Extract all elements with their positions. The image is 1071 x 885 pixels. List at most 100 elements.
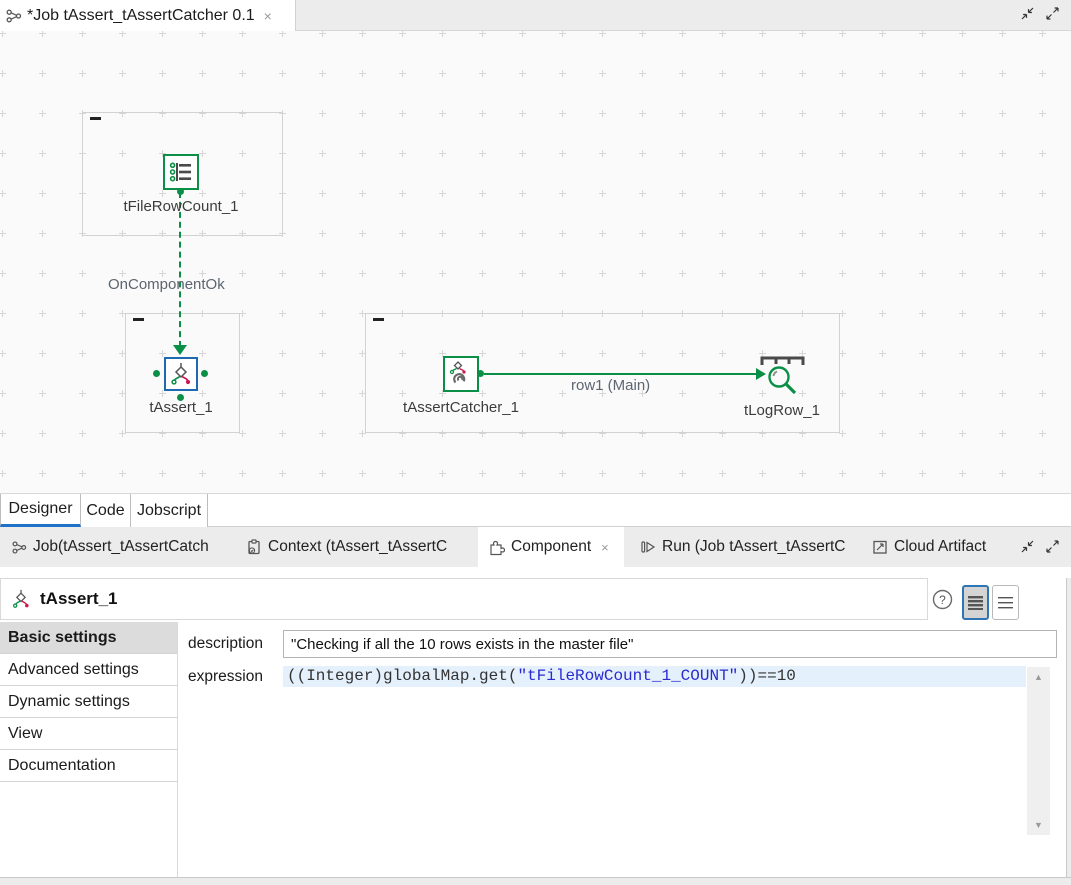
grid-cross (159, 70, 166, 77)
grid-cross (0, 70, 6, 77)
code-segment: ))==10 (738, 667, 796, 685)
assert-catcher-icon[interactable] (443, 356, 479, 392)
scroll-up-icon[interactable]: ▲ (1034, 672, 1043, 682)
grid-cross (519, 230, 526, 237)
grid-cross (599, 470, 606, 477)
grid-cross (879, 390, 886, 397)
tab-code[interactable]: Code (81, 494, 131, 527)
grid-cross (759, 270, 766, 277)
tab-run-view[interactable]: Run (Job tAssert_tAssertC (630, 527, 855, 567)
grid-cross (239, 31, 246, 37)
grid-cross (999, 150, 1006, 157)
grid-cross (799, 110, 806, 117)
grid-cross (839, 310, 846, 317)
editor-tab-job[interactable]: *Job tAssert_tAssertCatcher 0.1 × (0, 0, 296, 31)
sidebar-item-advanced-settings[interactable]: Advanced settings (0, 654, 177, 686)
grid-cross (39, 190, 46, 197)
grid-cross (119, 190, 126, 197)
tab-close-icon[interactable]: × (601, 539, 609, 555)
grid-cross (719, 270, 726, 277)
minimize-icon[interactable] (1019, 538, 1036, 555)
tab-job-view[interactable]: Job(tAssert_tAssertCatch (2, 527, 219, 567)
grid-cross (1039, 110, 1046, 117)
minimize-icon[interactable] (1019, 5, 1036, 22)
component-label[interactable]: tAssert_1 (149, 399, 213, 416)
component-title: tAssert_1 (40, 589, 118, 608)
maximize-icon[interactable] (1044, 5, 1061, 22)
vertical-scrollbar[interactable]: ▲ ▼ (1027, 667, 1050, 835)
sidebar-item-basic-settings[interactable]: Basic settings (0, 622, 177, 654)
grid-cross (879, 230, 886, 237)
grid-cross (679, 350, 686, 357)
grid-cross (199, 470, 206, 477)
grid-cross (959, 350, 966, 357)
connection-label[interactable]: row1 (Main) (571, 377, 651, 394)
grid-cross (0, 390, 6, 397)
selection-box-tassert[interactable] (125, 313, 240, 433)
grid-cross (919, 350, 926, 357)
maximize-icon[interactable] (1044, 538, 1061, 555)
assert-icon[interactable] (164, 357, 198, 391)
grid-cross (599, 150, 606, 157)
grid-cross (79, 270, 86, 277)
component-label[interactable]: tAssertCatcher_1 (403, 399, 519, 416)
grid-cross (159, 230, 166, 237)
grid-cross (559, 150, 566, 157)
grid-cross (639, 470, 646, 477)
grid-cross (919, 190, 926, 197)
grid-cross (839, 350, 846, 357)
tab-cloud-artifact-view[interactable]: Cloud Artifact (862, 527, 996, 567)
tab-jobscript[interactable]: Jobscript (131, 494, 208, 527)
grid-cross (479, 390, 486, 397)
grid-cross (799, 470, 806, 477)
grid-cross (999, 350, 1006, 357)
connector-dot[interactable] (201, 370, 208, 377)
collapse-handle-icon[interactable] (373, 318, 384, 321)
connector-dot[interactable] (153, 370, 160, 377)
grid-cross (599, 390, 606, 397)
connector-dot[interactable] (177, 188, 184, 195)
expression-code-line[interactable]: ((Integer)globalMap.get("tFileRowCount_1… (287, 666, 796, 687)
tab-designer[interactable]: Designer (0, 494, 81, 527)
grid-cross (119, 470, 126, 477)
log-row-icon[interactable] (760, 355, 805, 397)
tab-context-view[interactable]: Context (tAssert_tAssertC (236, 527, 457, 567)
help-icon[interactable]: ? (932, 589, 953, 610)
view-tab-bar: Designer Code Jobscript (0, 493, 1071, 527)
expression-editor[interactable]: ((Integer)globalMap.get("tFileRowCount_1… (283, 663, 1052, 840)
grid-cross (479, 190, 486, 197)
vertical-layout-button[interactable] (962, 585, 989, 620)
collapse-handle-icon[interactable] (90, 117, 101, 120)
grid-cross (239, 110, 246, 117)
connector-dot[interactable] (477, 370, 484, 377)
grid-cross (239, 430, 246, 437)
grid-cross (439, 150, 446, 157)
job-design-canvas[interactable]: OnComponentOk row1 (Main) (0, 31, 1071, 493)
grid-cross (199, 270, 206, 277)
selection-box-tassertcatcher[interactable] (365, 313, 840, 433)
sidebar-item-documentation[interactable]: Documentation (0, 750, 177, 782)
description-input[interactable] (283, 630, 1057, 658)
grid-cross (279, 390, 286, 397)
grid-cross (0, 470, 6, 477)
editor-tab-close-icon[interactable]: × (263, 7, 272, 24)
grid-cross (439, 350, 446, 357)
sidebar-item-view[interactable]: View (0, 718, 177, 750)
connector-dot[interactable] (177, 394, 184, 401)
grid-cross (1039, 350, 1046, 357)
grid-cross (79, 470, 86, 477)
connection-label[interactable]: OnComponentOk (108, 276, 225, 293)
scroll-down-icon[interactable]: ▼ (1034, 820, 1043, 830)
grid-cross (79, 31, 86, 37)
horizontal-layout-button[interactable] (992, 585, 1019, 620)
sidebar-item-dynamic-settings[interactable]: Dynamic settings (0, 686, 177, 718)
tab-component-view[interactable]: Component × (478, 527, 624, 567)
grid-cross (679, 470, 686, 477)
collapse-handle-icon[interactable] (133, 318, 144, 321)
component-label[interactable]: tFileRowCount_1 (123, 198, 239, 215)
grid-cross (359, 150, 366, 157)
grid-cross (1039, 310, 1046, 317)
selection-box-tfilerowcount[interactable] (82, 112, 283, 236)
file-row-count-icon[interactable] (163, 154, 199, 190)
component-label[interactable]: tLogRow_1 (744, 402, 820, 419)
